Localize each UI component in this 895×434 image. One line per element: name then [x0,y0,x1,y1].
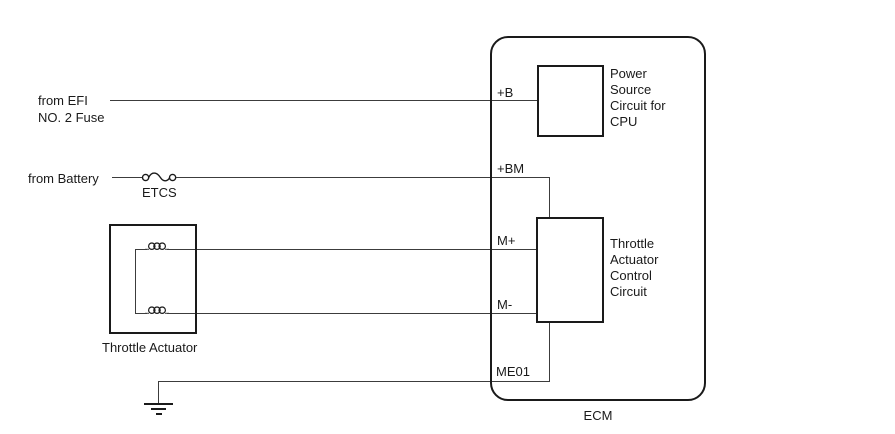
label-from-efi-line2: NO. 2 Fuse [38,110,105,125]
terminal-m-plus: M+ [497,233,516,248]
label-from-efi-line1: from EFI [38,93,88,108]
throttle-actuator-box [109,224,197,334]
ground-bar-2 [151,408,166,410]
wire-me01-vertical [549,322,550,382]
wire-bm-vertical [549,177,550,219]
terminal-plus-bm: +BM [497,161,525,176]
wire-coil-connector [135,249,136,314]
power-source-circuit-box [537,65,604,137]
ground-bar-3 [156,413,162,415]
inductor-coil-icon [145,242,169,250]
power-source-line-3: Circuit for [610,98,666,113]
label-from-efi-fuse: from EFI NO. 2 Fuse [38,92,104,126]
tac-line-3: Control [610,268,652,283]
tac-line-2: Actuator [610,252,659,267]
ecm-box [490,36,706,401]
throttle-actuator-control-circuit-box [536,217,604,323]
ground-bar-1 [144,403,173,405]
ground-stem [158,381,159,404]
wire-m-minus [167,313,538,314]
label-from-battery: from Battery [28,171,99,186]
terminal-plus-b: +B [497,85,514,100]
tac-line-4: Circuit [610,284,647,299]
wire-battery-to-fuse [112,177,141,178]
terminal-m-minus: M- [497,297,513,312]
label-power-source-circuit: Power Source Circuit for CPU [610,66,666,130]
wire-plus-b [110,100,539,101]
label-etcs-fuse: ETCS [142,185,177,200]
power-source-line-1: Power [610,66,647,81]
power-source-line-2: Source [610,82,652,97]
terminal-me01: ME01 [496,364,530,379]
label-ecm: ECM [583,408,613,423]
wire-coil-stub-top [135,249,147,250]
fuse-icon [140,172,182,182]
wire-coil-stub-bottom [135,313,147,314]
wire-fuse-to-bm [181,177,550,178]
wire-m-plus [167,249,538,250]
label-throttle-actuator: Throttle Actuator [102,340,198,355]
inductor-coil-icon [145,306,169,314]
tac-line-1: Throttle [610,236,655,251]
label-throttle-actuator-control-circuit: Throttle Actuator Control Circuit [610,236,658,300]
power-source-line-4: CPU [610,114,638,129]
wire-me01 [158,381,550,382]
